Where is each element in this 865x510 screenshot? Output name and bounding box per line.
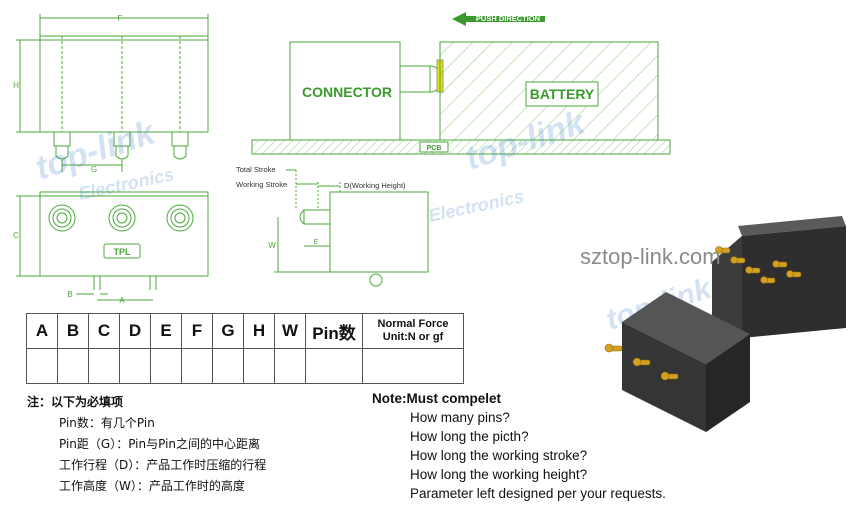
header-normal-force-line2: Unit:N or gf bbox=[382, 331, 444, 343]
notes-en-item: How long the working height? bbox=[410, 467, 588, 482]
notes-en-item: How long the working stroke? bbox=[410, 448, 588, 463]
dim-g-label: G bbox=[91, 165, 97, 174]
notes-cn-item: 工作行程（D）：产品工作时压缩的行程 bbox=[59, 458, 267, 472]
header-b: B bbox=[57, 313, 89, 349]
value-cell[interactable] bbox=[274, 348, 306, 384]
header-a: A bbox=[26, 313, 58, 349]
pcb-label: PCB bbox=[427, 145, 442, 152]
dim-h-label: H bbox=[13, 81, 19, 90]
side-view bbox=[274, 169, 429, 287]
assembly-view bbox=[251, 41, 671, 155]
value-cell[interactable] bbox=[26, 348, 58, 384]
table-value-row bbox=[26, 348, 464, 384]
header-normal-force: Normal Force Unit:N or gf bbox=[362, 313, 464, 349]
header-pin-count: Pin数 bbox=[305, 313, 363, 349]
notes-cn-item: Pin数：有几个Pin bbox=[59, 416, 155, 430]
push-direction-label: PUSH DIRECTION bbox=[476, 14, 540, 23]
header-h: H bbox=[243, 313, 275, 349]
value-cell[interactable] bbox=[243, 348, 275, 384]
battery-label: BATTERY bbox=[530, 86, 595, 102]
dim-f-label: F bbox=[118, 14, 123, 23]
parameter-table: A B C D E F G H W Pin数 Normal Force Unit… bbox=[26, 313, 464, 384]
header-d: D bbox=[119, 313, 151, 349]
notes-en-item: How many pins? bbox=[410, 410, 510, 425]
notes-cn-item: 工作高度（W）：产品工作时的高度 bbox=[59, 479, 245, 493]
notes-en-item: Parameter left designed per your request… bbox=[410, 486, 666, 501]
dim-b-label: B bbox=[67, 290, 72, 299]
header-w: W bbox=[274, 313, 306, 349]
notes-english: Note:Must compelet How many pins? How lo… bbox=[372, 389, 666, 503]
header-f: F bbox=[181, 313, 213, 349]
product-photo bbox=[604, 216, 846, 432]
dim-a-label: A bbox=[119, 296, 125, 305]
value-cell[interactable] bbox=[362, 348, 464, 384]
dim-e-label: E bbox=[314, 239, 319, 246]
notes-cn-item: Pin距（G）：Pin与Pin之间的中心距离 bbox=[59, 437, 261, 451]
value-cell[interactable] bbox=[88, 348, 120, 384]
tpl-label: TPL bbox=[114, 247, 132, 257]
watermark-site: sztop-link.com bbox=[580, 244, 721, 269]
notes-en-title: Note:Must compelet bbox=[372, 391, 502, 406]
value-cell[interactable] bbox=[57, 348, 89, 384]
header-normal-force-line1: Normal Force bbox=[377, 318, 449, 330]
total-stroke-label: Total Stroke bbox=[236, 165, 276, 174]
notes-chinese: 注：以下为必填项 Pin数：有几个Pin Pin距（G）：Pin与Pin之间的中… bbox=[27, 392, 266, 497]
watermark-sub: Electronics bbox=[427, 186, 526, 226]
push-direction-arrow bbox=[452, 12, 545, 26]
table-header-row: A B C D E F G H W Pin数 Normal Force Unit… bbox=[26, 313, 464, 349]
connector-label: CONNECTOR bbox=[302, 84, 392, 100]
notes-en-item: How long the picth? bbox=[410, 429, 529, 444]
bottom-view bbox=[16, 191, 209, 301]
header-g: G bbox=[212, 313, 244, 349]
value-cell[interactable] bbox=[181, 348, 213, 384]
header-e: E bbox=[150, 313, 182, 349]
working-height-label: D(Working Height) bbox=[344, 181, 406, 190]
value-cell[interactable] bbox=[212, 348, 244, 384]
value-cell[interactable] bbox=[305, 348, 363, 384]
working-stroke-label: Working Stroke bbox=[236, 180, 287, 189]
header-c: C bbox=[88, 313, 120, 349]
dim-c-label: C bbox=[13, 231, 19, 240]
front-view bbox=[16, 14, 209, 172]
value-cell[interactable] bbox=[150, 348, 182, 384]
value-cell[interactable] bbox=[119, 348, 151, 384]
dim-w-label: W bbox=[268, 241, 276, 250]
notes-cn-title: 注：以下为必填项 bbox=[27, 395, 124, 409]
